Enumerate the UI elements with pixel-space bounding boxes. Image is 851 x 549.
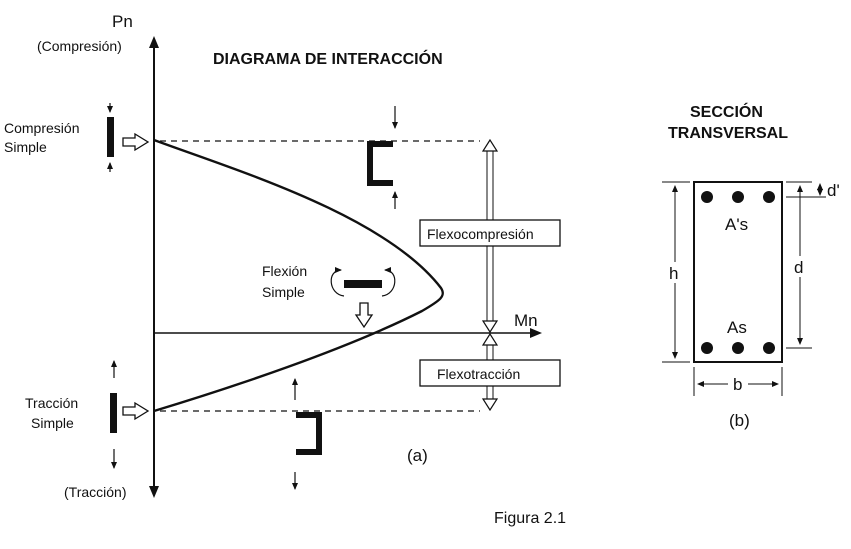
caption-a: (a): [407, 446, 428, 465]
compression-simple-label-1: Compresión: [4, 120, 79, 136]
dim-b-label: b: [733, 375, 742, 394]
flexion-hollow-down-arrow-icon: [354, 302, 374, 329]
axis-pn-compression-label: (Compresión): [37, 38, 122, 54]
bottom-rebar: [701, 342, 713, 354]
dim-d-label: d: [794, 258, 803, 277]
flexion-right-moment-arrow-icon: [381, 267, 396, 297]
flexocompression-box: [419, 219, 561, 247]
flexion-beam: [344, 280, 382, 288]
dim-d-prime-label: d': [827, 181, 840, 200]
axis-pn-label: Pn: [112, 12, 133, 31]
compression-simple-label-2: Simple: [4, 139, 47, 155]
flexotension-box: [419, 359, 561, 387]
flexion-simple-label-2: Simple: [262, 284, 305, 300]
flexion-simple-label-1: Flexión: [262, 263, 307, 279]
axis-pn-tension-label: (Tracción): [64, 484, 127, 500]
tension-simple-label-2: Simple: [31, 415, 74, 431]
upper-bracket: [367, 141, 393, 186]
flexocompression-label: Flexocompresión: [427, 226, 534, 242]
figure-caption: Figura 2.1: [494, 510, 566, 527]
cross-section-diagram: SECCIÓN TRANSVERSAL A's As h d d' b: [662, 102, 840, 430]
cross-section-title-1: SECCIÓN: [690, 102, 763, 121]
dim-h-label: h: [669, 264, 678, 283]
lower-bracket: [296, 412, 322, 455]
cross-section-title-2: TRANSVERSAL: [668, 125, 788, 142]
interaction-diagram: DIAGRAMA DE INTERACCIÓN Pn (Compresión) …: [4, 12, 561, 500]
top-rebar: [763, 191, 775, 203]
axis-mn-label: Mn: [514, 311, 538, 330]
tension-hollow-arrow-icon: [122, 401, 150, 421]
tension-simple-label-1: Tracción: [25, 395, 78, 411]
top-steel-label: A's: [725, 215, 748, 234]
diagram-title: DIAGRAMA DE INTERACCIÓN: [213, 49, 443, 68]
top-rebar: [701, 191, 713, 203]
interaction-curve: [153, 138, 444, 413]
compression-hollow-arrow-icon: [122, 132, 150, 152]
axis-mn-arrow-icon: [530, 328, 542, 338]
tension-bar: [110, 393, 117, 433]
cross-section-rect: [693, 181, 783, 363]
caption-b: (b): [729, 411, 750, 430]
axis-pn-down-arrow-icon: [149, 486, 159, 498]
axis-pn-up-arrow-icon: [149, 36, 159, 48]
compression-bar: [107, 117, 114, 157]
bottom-rebar: [732, 342, 744, 354]
bottom-rebar: [763, 342, 775, 354]
flexotension-label: Flexotracción: [437, 366, 520, 382]
bottom-steel-label: As: [727, 318, 747, 337]
top-rebar: [732, 191, 744, 203]
flexion-left-moment-arrow-icon: [330, 267, 345, 297]
